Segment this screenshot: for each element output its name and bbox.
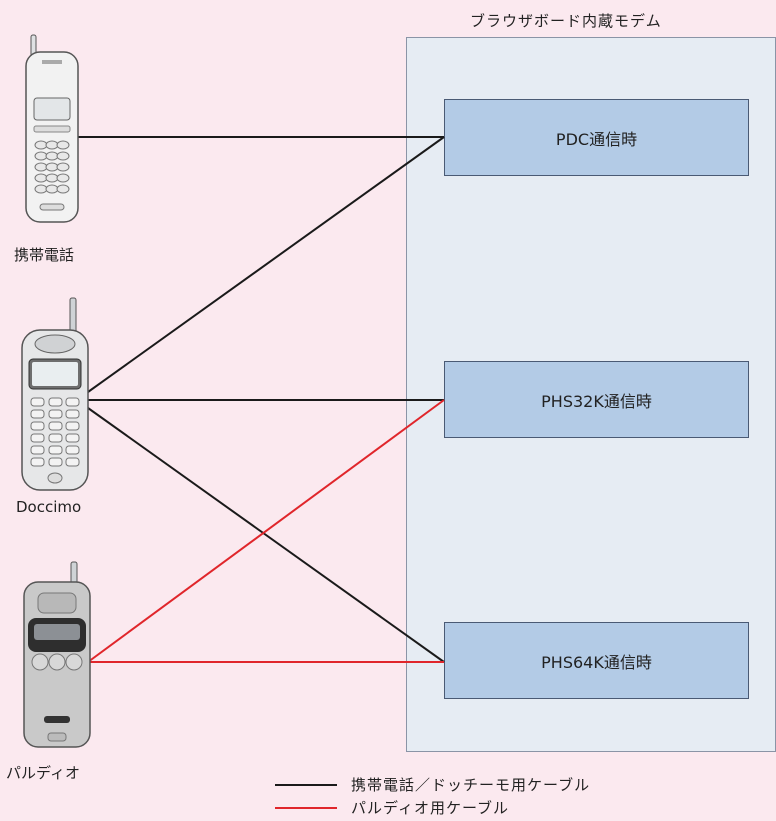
cable-doccimo-phs64k bbox=[87, 407, 445, 663]
legend-item-black: 携帯電話／ドッチーモ用ケーブル bbox=[275, 774, 590, 795]
legend-label-red: パルディオ用ケーブル bbox=[351, 799, 510, 817]
mode-box-pdc: PDC通信時 bbox=[444, 99, 749, 176]
keitai-phone-icon bbox=[25, 34, 79, 223]
mode-label-phs64k: PHS64K通信時 bbox=[541, 652, 652, 672]
cable-doccimo-pdc bbox=[87, 136, 445, 393]
legend-swatch-black bbox=[275, 783, 337, 786]
legend-swatch-red bbox=[275, 806, 337, 809]
modem-title: ブラウザボード内蔵モデム bbox=[470, 12, 662, 30]
paldio-phone-icon bbox=[23, 561, 91, 748]
phone-label-paldio: パルディオ bbox=[6, 764, 80, 782]
mode-box-phs64k: PHS64K通信時 bbox=[444, 622, 749, 699]
mode-label-pdc: PDC通信時 bbox=[555, 129, 638, 149]
mode-label-phs32k: PHS32K通信時 bbox=[541, 391, 652, 411]
phone-label-keitai: 携帯電話 bbox=[14, 246, 75, 264]
legend-item-red: パルディオ用ケーブル bbox=[275, 797, 509, 818]
mode-box-phs32k: PHS32K通信時 bbox=[444, 361, 749, 438]
doccimo-phone-icon bbox=[21, 297, 89, 491]
phone-label-doccimo: Doccimo bbox=[16, 498, 82, 516]
legend-label-black: 携帯電話／ドッチーモ用ケーブル bbox=[351, 776, 591, 794]
cable-paldio-phs32k bbox=[87, 399, 445, 663]
